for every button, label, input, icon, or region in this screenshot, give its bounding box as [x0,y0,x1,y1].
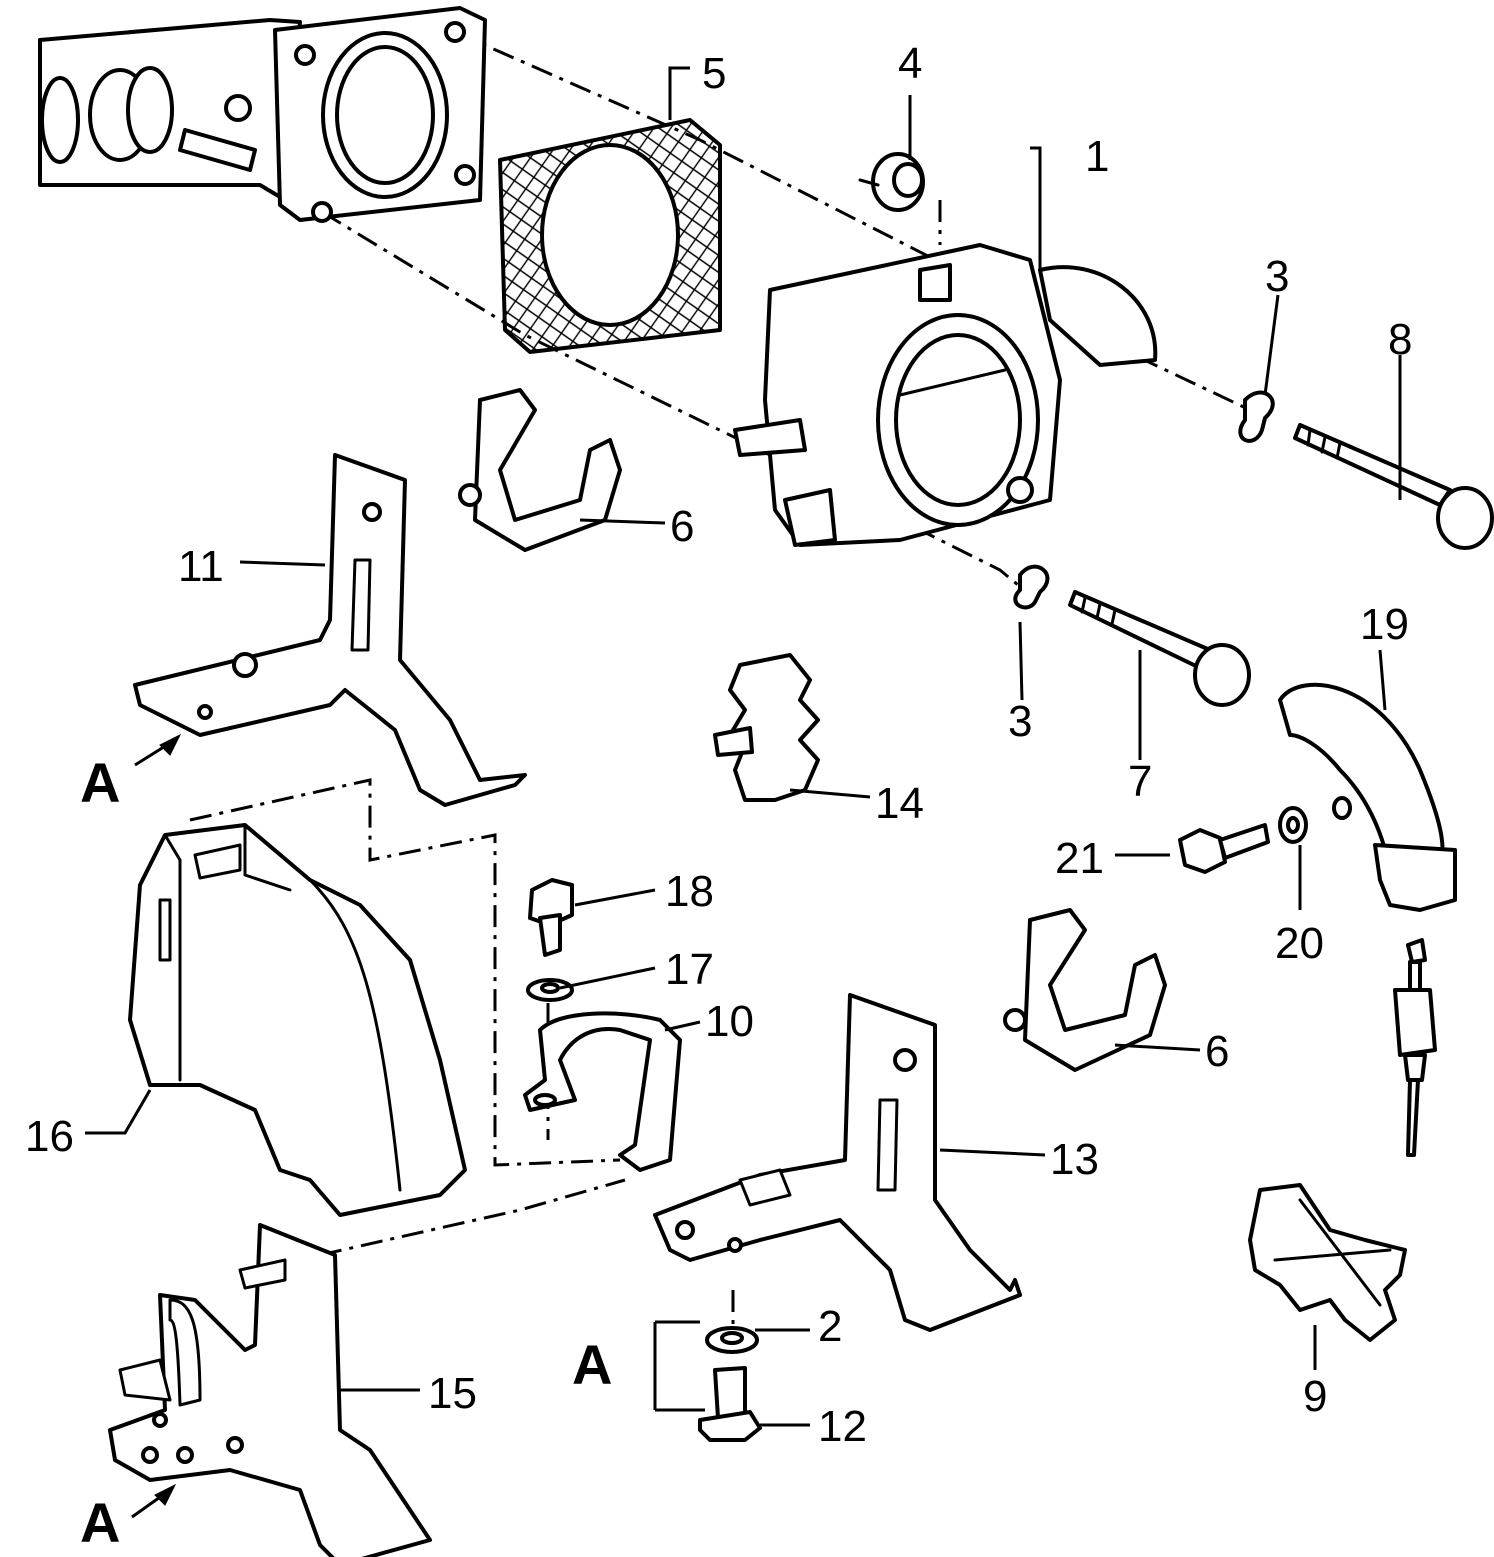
callout-7: 7 [1128,757,1153,806]
callout-13: 13 [1050,1135,1099,1184]
reference-marker-a-upper: A [80,751,121,814]
callout-19: 19 [1360,600,1409,649]
callout-21: 21 [1055,834,1104,883]
washer-20 [1278,806,1308,844]
callout-8: 8 [1388,315,1413,364]
bolt-long [1293,423,1494,550]
support-bracket-lower [653,993,1022,1332]
cable-distributor [713,653,820,802]
callout-2: 2 [818,1302,843,1351]
throttle-cover [128,823,467,1217]
wiring-grommet [1248,1183,1407,1342]
callout-6-lower: 6 [1205,1027,1230,1076]
bolt-12 [698,1366,762,1442]
reference-marker-a-lower: A [80,1491,121,1554]
reference-arrows [154,733,182,1506]
hose-clip-lower [1003,908,1167,1072]
callout-20: 20 [1275,919,1324,968]
callout-18: 18 [665,867,714,916]
support-bracket-upper [133,453,527,807]
throttle-body-gasket [498,118,722,354]
callout-14: 14 [875,779,924,828]
callout-11: 11 [178,542,224,591]
callout-6-upper: 6 [670,502,695,551]
cover-mounting-bracket [108,1223,432,1557]
bolt-short [1068,590,1251,707]
callout-12: 12 [818,1402,867,1451]
cap-nut [858,152,925,212]
air-pipe-elbow [1278,682,1457,912]
callout-3-lower: 3 [1008,697,1033,746]
callout-3-upper: 3 [1265,252,1290,301]
washer-17 [526,978,574,1002]
callout-9: 9 [1303,1372,1328,1421]
leader-lines [85,66,1402,1519]
bolt-21 [1178,823,1270,874]
callout-1: 1 [1085,132,1110,181]
washer-lower [1013,564,1050,610]
washer-upper [1238,390,1275,443]
callout-4: 4 [898,39,923,88]
callout-15: 15 [428,1369,477,1418]
callout-16: 16 [25,1112,74,1161]
washer-2 [705,1326,759,1354]
callout-17: 17 [665,945,714,994]
throttle-body [733,243,1158,547]
reference-marker-a-bolt: A [572,1333,613,1396]
callout-5: 5 [702,49,727,98]
mounting-strap [523,1011,682,1172]
intake-manifold [38,6,487,223]
callout-10: 10 [705,997,754,1046]
hose-clip-upper [458,388,622,552]
temperature-sensor [1393,938,1437,1157]
bolt-18 [528,878,574,957]
